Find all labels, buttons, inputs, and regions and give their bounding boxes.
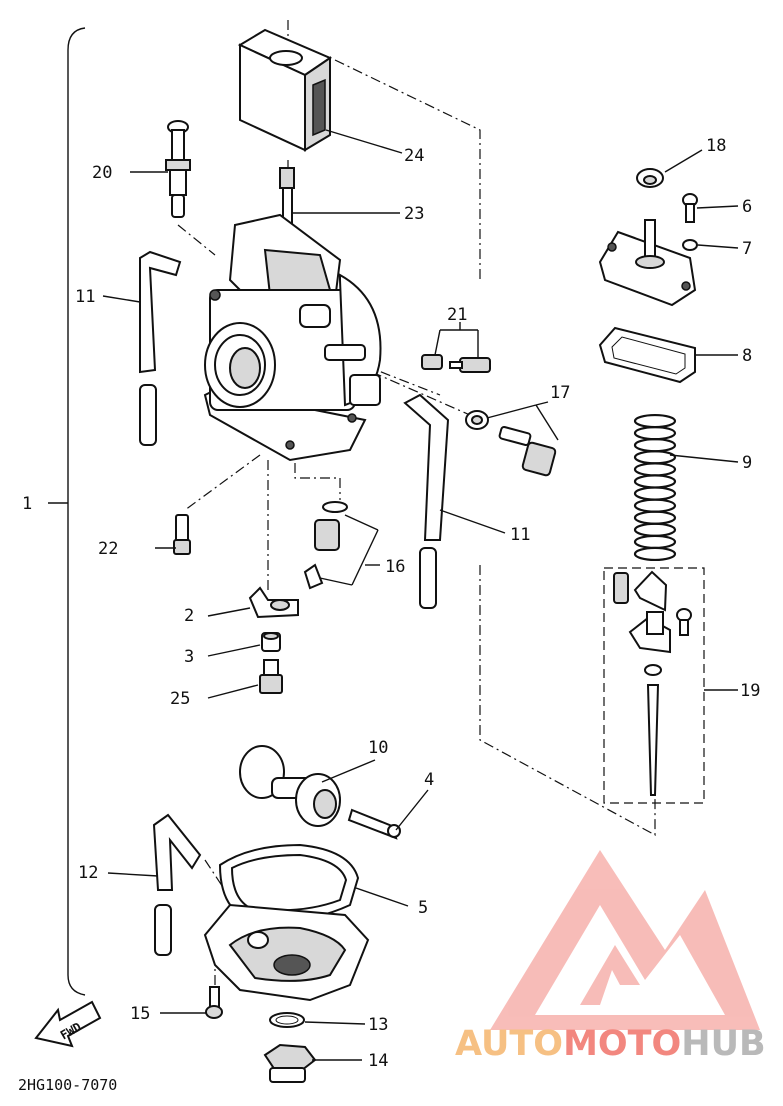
drain-hose-12 bbox=[152, 813, 202, 956]
throttle-valve-24 bbox=[237, 28, 333, 152]
callout-15: 15 bbox=[130, 1004, 150, 1024]
watermark-g-shape bbox=[580, 945, 640, 1005]
nut-18 bbox=[636, 168, 664, 188]
spring-coil bbox=[633, 534, 677, 549]
callout-2: 2 bbox=[184, 606, 194, 626]
needle-valve-set-16 bbox=[303, 501, 348, 590]
float-chamber-gasket-5 bbox=[218, 843, 360, 922]
baffle-plate-2 bbox=[248, 586, 299, 619]
callout-6: 6 bbox=[742, 197, 752, 217]
watermark-hub: HUB bbox=[681, 1024, 765, 1064]
callout-23: 23 bbox=[404, 204, 424, 224]
callout-1: 1 bbox=[22, 494, 32, 514]
callout-22: 22 bbox=[98, 539, 118, 559]
spring-coil bbox=[633, 522, 677, 537]
spring-coil bbox=[633, 498, 677, 513]
needle-jet-3 bbox=[261, 632, 281, 652]
pilot-jet-22 bbox=[173, 514, 191, 555]
throttle-adjust-screw-17 bbox=[465, 410, 557, 477]
vent-hose-11-left bbox=[139, 250, 182, 446]
callout-12: 12 bbox=[78, 863, 98, 883]
vent-hose-11-right bbox=[403, 393, 450, 609]
diagram-code: 2HG100-7070 bbox=[18, 1076, 117, 1094]
callout-4: 4 bbox=[424, 770, 434, 790]
gasket-8 bbox=[598, 326, 696, 384]
callout-25: 25 bbox=[170, 689, 190, 709]
spring-coil bbox=[633, 486, 677, 501]
throttle-stop-screw-23 bbox=[279, 167, 295, 244]
spring-coil bbox=[633, 474, 677, 489]
carburetor-body bbox=[203, 213, 382, 462]
washer-7 bbox=[682, 239, 698, 251]
callout-17: 17 bbox=[550, 383, 570, 403]
forward-arrow: FWD bbox=[34, 1000, 102, 1048]
callout-8: 8 bbox=[742, 346, 752, 366]
float-10 bbox=[239, 745, 341, 827]
callout-16: 16 bbox=[385, 557, 405, 577]
spring-coil bbox=[633, 510, 677, 525]
callout-9: 9 bbox=[742, 453, 752, 473]
spring-coil bbox=[633, 413, 677, 429]
callout-labels: 1 2 3 4 5 6 7 8 9 10 11 11 12 13 14 15 1… bbox=[22, 136, 760, 1071]
callout-7: 7 bbox=[742, 239, 752, 259]
o-ring-13 bbox=[269, 1012, 305, 1028]
assembly-bracket bbox=[67, 27, 86, 996]
callout-24: 24 bbox=[404, 146, 424, 166]
callout-21: 21 bbox=[447, 305, 467, 325]
callout-13: 13 bbox=[368, 1015, 388, 1035]
chamber-screw-15 bbox=[205, 986, 223, 1019]
float-chamber bbox=[203, 903, 370, 1002]
spring-coil bbox=[633, 462, 677, 477]
watermark-auto: AUTO bbox=[455, 1024, 563, 1064]
callout-20: 20 bbox=[92, 163, 112, 183]
callout-3: 3 bbox=[184, 647, 194, 667]
starter-plunger-20 bbox=[165, 120, 191, 218]
needle-set-box bbox=[603, 567, 705, 804]
needle-set-19 bbox=[613, 570, 692, 796]
spring-coil bbox=[633, 546, 677, 562]
watermark-moto: MOTO bbox=[563, 1024, 681, 1064]
float-pin-4 bbox=[347, 808, 401, 840]
spring-coil bbox=[633, 450, 677, 465]
callout-10: 10 bbox=[368, 738, 388, 758]
air-screw-set-21 bbox=[421, 354, 491, 373]
callout-19: 19 bbox=[740, 681, 760, 701]
callout-14: 14 bbox=[368, 1051, 388, 1071]
leader-lines bbox=[102, 129, 739, 1061]
main-jet-25 bbox=[259, 659, 283, 694]
spring-coil bbox=[633, 426, 677, 441]
callout-18: 18 bbox=[706, 136, 726, 156]
callout-11-right: 11 bbox=[510, 525, 530, 545]
callout-5: 5 bbox=[418, 898, 428, 918]
spring-9 bbox=[633, 413, 677, 562]
watermark-triangle-inner bbox=[535, 905, 725, 1015]
callout-11-left: 11 bbox=[75, 287, 95, 307]
spring-coil bbox=[633, 438, 677, 453]
watermark-logo bbox=[490, 850, 760, 1030]
screw-6 bbox=[682, 193, 698, 223]
drain-plug-14 bbox=[263, 1043, 317, 1083]
watermark-brand: AUTOMOTOHUB bbox=[455, 1024, 766, 1064]
mixing-chamber-top bbox=[598, 219, 697, 307]
